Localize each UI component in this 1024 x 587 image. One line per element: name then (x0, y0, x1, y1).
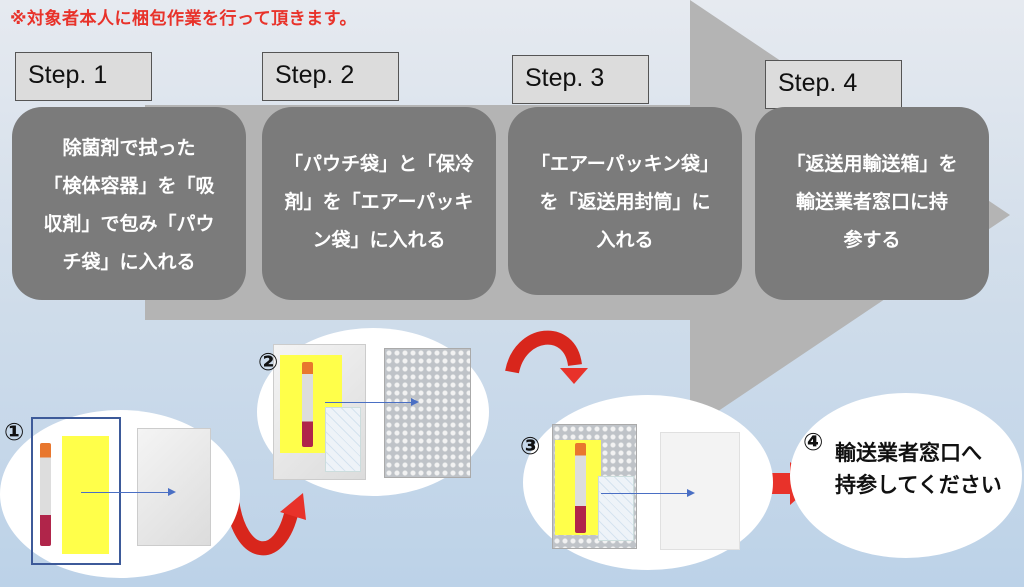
step-1-label: Step. 1 (15, 52, 152, 101)
pouch-bag (137, 428, 211, 546)
cold-pack (325, 407, 361, 472)
specimen-tube (302, 362, 313, 447)
specimen-group-frame (31, 417, 121, 565)
blue-arrow-icon (81, 488, 176, 496)
text-line: 持参してください (835, 473, 1002, 497)
step-2-description: 「パウチ袋」と「保冷 剤」を「エアーパッキ ン袋」に入れる (262, 107, 496, 300)
curved-red-arrow-1-2-head (280, 493, 306, 520)
step-4-illustration (790, 393, 1022, 558)
text-line: 剤」を「エアーパッキ (284, 191, 474, 213)
step-1-description: 除菌剤で拭った 「検体容器」を「吸 収剤」で包み「パウ チ袋」に入れる (12, 107, 246, 300)
step-2-label: Step. 2 (262, 52, 399, 101)
specimen-tube (575, 443, 586, 533)
text-line: 収剤」で包み「パウ (43, 213, 215, 235)
text-line: ン袋」に入れる (312, 229, 446, 251)
blue-arrow-icon (601, 489, 695, 497)
curved-red-arrow-1-2 (225, 498, 299, 556)
text-line: 輸送業者窓口へ (835, 441, 982, 465)
text-line: 「検体容器」を「吸 (43, 175, 215, 197)
text-line: 入れる (596, 229, 654, 251)
marker-4: ④ (803, 428, 824, 456)
step-4-description: 「返送用輸送箱」を 輸送業者窓口に持 参する (755, 107, 989, 300)
step-3-description: 「エアーパッキン袋」 を「返送用封筒」に 入れる (508, 107, 742, 295)
marker-3: ③ (520, 432, 541, 460)
text-line: 「パウチ袋」と「保冷 (283, 153, 474, 175)
text-line: を「返送用封筒」に (539, 191, 711, 213)
marker-2: ② (258, 348, 279, 376)
cold-pack (598, 476, 634, 541)
text-line: 輸送業者窓口に持 (795, 191, 948, 213)
step-4-instruction: 輸送業者窓口へ 持参してください (835, 437, 1002, 501)
text-line: 参する (843, 229, 901, 251)
text-line: 「返送用輸送箱」を (786, 153, 958, 175)
text-line: 「エアーパッキン袋」 (530, 153, 720, 175)
step-3-label: Step. 3 (512, 55, 649, 104)
text-line: チ袋」に入れる (62, 251, 196, 273)
specimen-tube (40, 443, 51, 546)
notice-text: ※対象者本人に梱包作業を行って頂きます。 (10, 9, 357, 29)
return-envelope (660, 432, 740, 550)
curved-red-arrow-2-3-head (560, 368, 588, 384)
text-line: 除菌剤で拭った (62, 137, 196, 159)
step-4-label: Step. 4 (765, 60, 902, 109)
marker-1: ① (4, 418, 25, 446)
bubble-wrap-bag (384, 348, 471, 478)
curved-red-arrow-2-3 (505, 330, 582, 374)
absorbent-sheet (62, 436, 109, 554)
blue-arrow-icon (325, 398, 419, 406)
